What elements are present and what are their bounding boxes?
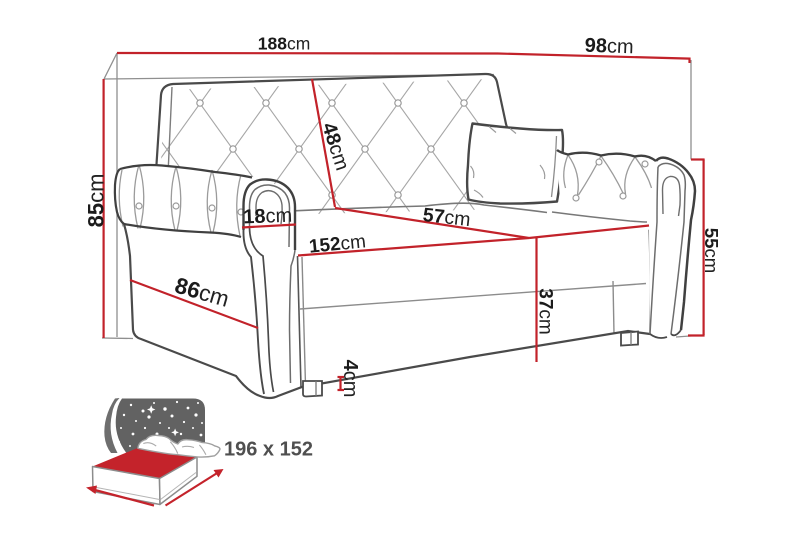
svg-text:196 x 152: 196 x 152 xyxy=(224,439,313,461)
svg-text:57cm: 57cm xyxy=(422,204,472,231)
svg-text:85cm: 85cm xyxy=(84,174,109,228)
svg-text:188cm: 188cm xyxy=(258,33,311,53)
svg-text:55cm: 55cm xyxy=(701,228,722,273)
svg-text:152cm: 152cm xyxy=(308,231,367,257)
svg-text:98cm: 98cm xyxy=(584,35,634,59)
svg-text:4cm: 4cm xyxy=(339,360,361,398)
svg-text:18cm: 18cm xyxy=(243,205,293,229)
svg-text:37cm: 37cm xyxy=(535,288,556,334)
